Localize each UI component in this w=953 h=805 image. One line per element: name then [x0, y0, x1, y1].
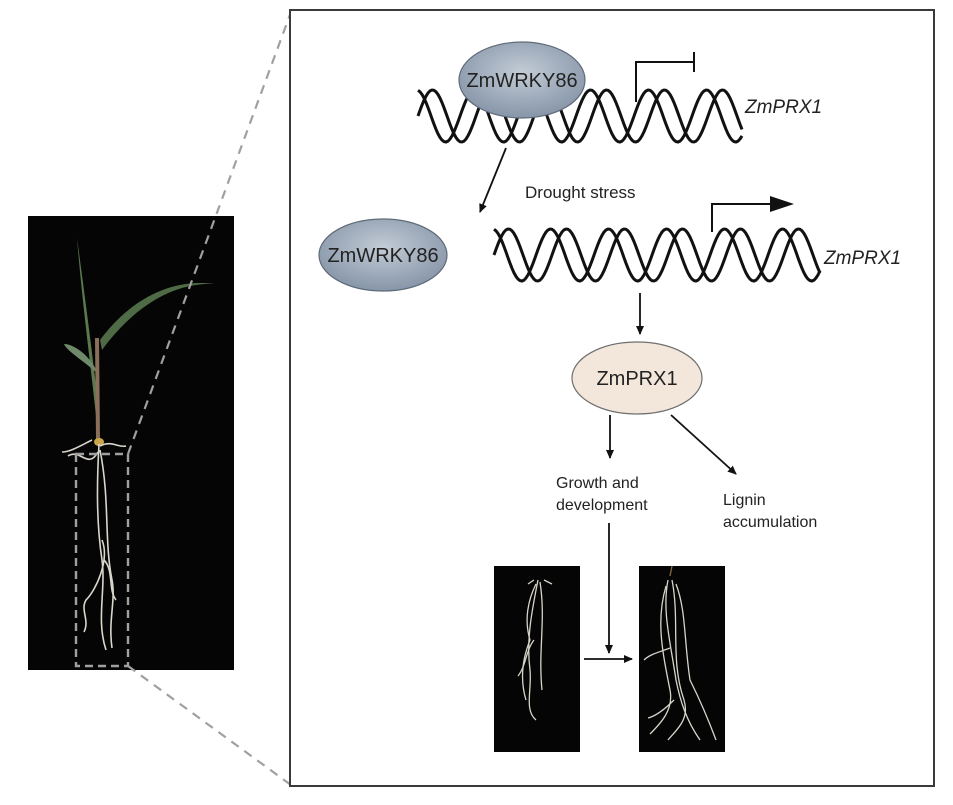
root-after-icon	[643, 565, 717, 741]
lignin-arrow	[670, 414, 737, 475]
transcription-arrow-icon	[770, 196, 794, 212]
wrky86-free-node: ZmWRKY86	[318, 218, 448, 292]
prx1-protein-node: ZmPRX1	[571, 341, 703, 415]
dna-helix-active	[492, 227, 822, 283]
leaf-icon	[64, 344, 100, 378]
transcription-start-icon	[711, 203, 778, 232]
drought-stress-label: Drought stress	[525, 183, 636, 202]
dna-strand-1	[416, 88, 744, 144]
stem-icon	[95, 337, 100, 441]
root-photo-before	[494, 566, 580, 752]
growth-label-line2: development	[556, 497, 648, 514]
dna-strand-2	[493, 227, 822, 283]
prx1-protein-label: ZmPRX1	[596, 368, 677, 390]
wrky86-free-label: ZmWRKY86	[327, 245, 438, 267]
repression-promoter-icon	[635, 52, 695, 102]
plant-photo-background	[28, 216, 234, 670]
lignin-label-line2: accumulation	[723, 514, 817, 531]
leaf-icon	[77, 238, 99, 416]
wrky86-bound-label: ZmWRKY86	[466, 70, 577, 92]
growth-label-line1: Growth and	[556, 475, 639, 492]
plant-photo	[28, 216, 234, 670]
zoom-region-box	[74, 452, 130, 668]
gene-label-active: ZmPRX1	[823, 248, 901, 269]
zoom-connector-top	[126, 11, 293, 455]
root-before-icon	[517, 579, 553, 721]
gene-label-repressed: ZmPRX1	[744, 97, 822, 118]
zoom-connector-bottom	[127, 665, 292, 786]
root-photo-after	[639, 565, 725, 752]
seed-icon	[94, 438, 104, 446]
dna-strand-1	[492, 227, 822, 283]
lignin-label-line1: Lignin	[723, 492, 766, 509]
leaf-icon	[100, 283, 215, 350]
wrky86-bound-node: ZmWRKY86	[458, 41, 586, 119]
release-arrow	[479, 147, 507, 213]
root-system-icon	[61, 439, 127, 651]
